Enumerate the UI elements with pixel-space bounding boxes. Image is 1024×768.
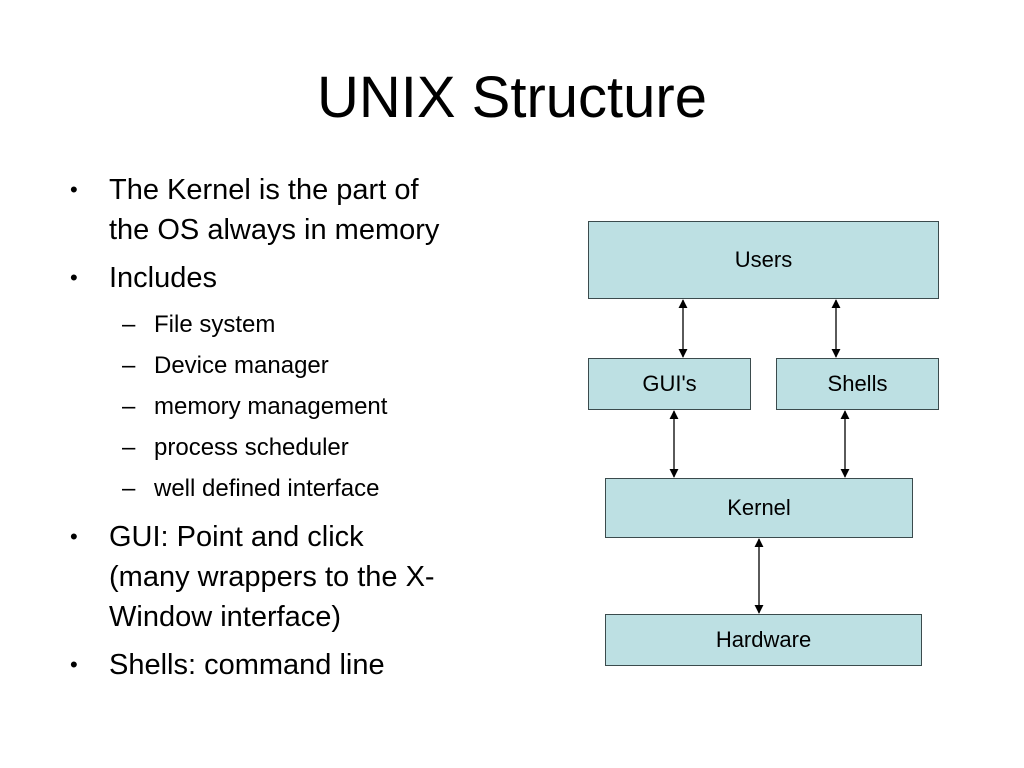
dash-icon: –	[122, 393, 136, 420]
bullet-item: • Includes –File system –Device manager …	[66, 258, 526, 509]
node-label: Shells	[827, 371, 888, 396]
dash-icon: –	[122, 352, 136, 379]
node-hardware: Hardware	[605, 614, 922, 666]
sub-bullet-item: –memory management	[66, 386, 526, 427]
sub-bullet-text: well defined interface	[154, 475, 380, 502]
sub-bullet-text: File system	[154, 311, 276, 338]
sub-bullet-text: process scheduler	[154, 434, 349, 461]
node-label: Hardware	[715, 627, 812, 652]
node-label: GUI's	[642, 371, 697, 396]
node-shells: Shells	[776, 358, 939, 410]
node-kernel: Kernel	[605, 478, 913, 538]
bullet-icon: •	[70, 265, 78, 290]
bullet-line: The Kernel is the part of	[109, 174, 419, 206]
sub-bullet-item: –File system	[66, 304, 526, 345]
sub-bullet-item: –Device manager	[66, 345, 526, 386]
sub-bullet-item: –well defined interface	[66, 468, 526, 509]
bullet-line: Window interface)	[109, 601, 342, 633]
node-label: Kernel	[727, 495, 791, 520]
bullet-line: Includes	[109, 262, 218, 294]
node-guis: GUI's	[588, 358, 751, 410]
bullet-icon: •	[70, 177, 78, 202]
bullet-item: • GUI: Point and click (many wrappers to…	[66, 517, 526, 637]
bullet-line: the OS always in memory	[109, 214, 440, 246]
slide-title: UNIX Structure	[317, 65, 707, 130]
bullet-line: Shells: command line	[109, 649, 385, 681]
sub-bullet-item: –process scheduler	[66, 427, 526, 468]
bullet-line: (many wrappers to the X-	[109, 561, 435, 593]
bullet-list: • The Kernel is the part of the OS alway…	[66, 170, 526, 693]
sub-bullet-text: Device manager	[154, 352, 329, 379]
dash-icon: –	[122, 434, 136, 461]
sub-bullet-text: memory management	[154, 393, 388, 420]
bullet-item: • Shells: command line	[66, 645, 526, 685]
bullet-line: GUI: Point and click	[109, 521, 364, 553]
node-users: Users	[588, 221, 939, 299]
bullet-icon: •	[70, 524, 78, 549]
dash-icon: –	[122, 311, 136, 338]
dash-icon: –	[122, 475, 136, 502]
node-label: Users	[734, 247, 793, 272]
bullet-icon: •	[70, 652, 78, 677]
bullet-item: • The Kernel is the part of the OS alway…	[66, 170, 526, 250]
sub-bullet-list: –File system –Device manager –memory man…	[66, 304, 526, 509]
